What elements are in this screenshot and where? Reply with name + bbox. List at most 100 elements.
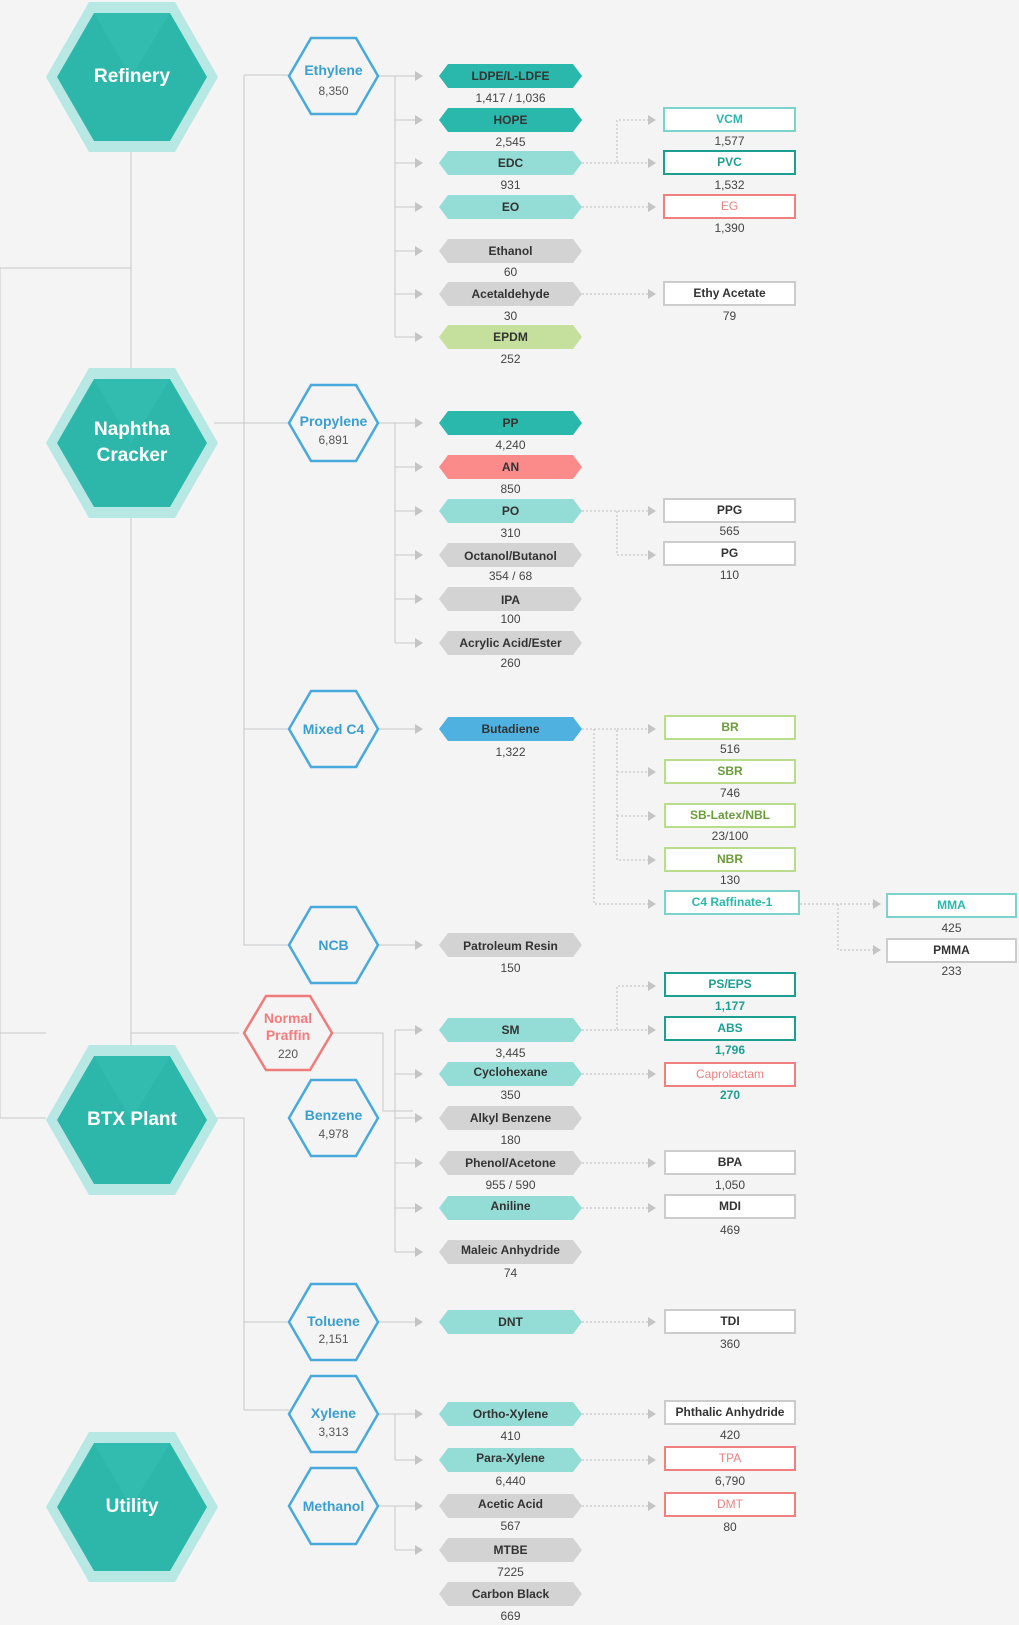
feedstock-methanol: Methanol	[302, 1498, 365, 1514]
product-carbon-black-value: 669	[500, 1609, 521, 1623]
product-patroleum-resin-value: 150	[500, 961, 521, 975]
product-ipa: IPA	[500, 593, 521, 607]
product-acetic-acid-value: 567	[500, 1519, 521, 1533]
product-ldpe: LDPE/L-LDFE	[471, 69, 550, 83]
derivative-pmma-value: 233	[941, 964, 962, 978]
feedstock-toluene-value: 2,151	[318, 1332, 349, 1346]
product-cyclohexane: Cyclohexane	[473, 1065, 548, 1079]
derivative-sb-latex: SB-Latex/NBL	[664, 803, 796, 828]
derivative-tdi-value: 360	[719, 1337, 741, 1351]
product-sm: SM	[501, 1023, 520, 1037]
product-pp-value: 4,240	[495, 438, 526, 452]
derivative-mma: MMA	[886, 893, 1017, 918]
product-maleic-anhydride: Maleic Anhydride	[461, 1243, 560, 1257]
derivative-pg-value: 110	[719, 568, 740, 582]
derivative-vcm-value: 1,577	[714, 134, 745, 148]
product-phenol-acetone: Phenol/Acetone	[465, 1156, 556, 1170]
feedstock-ethylene-value: 8,350	[318, 84, 349, 98]
feedstock-toluene: Toluene	[307, 1313, 360, 1329]
derivative-eg-value: 1,390	[714, 221, 745, 235]
feedstock-propylene: Propylene	[299, 413, 368, 429]
product-epdm-value: 252	[500, 352, 521, 366]
derivative-caprolactam: Caprolactam	[664, 1062, 796, 1087]
derivative-vcm: VCM	[663, 107, 796, 132]
source-btx-plant: BTX Plant	[87, 1109, 177, 1130]
product-maleic-anhydride-value: 74	[503, 1266, 518, 1280]
feedstock-propylene-value: 6,891	[318, 433, 349, 447]
derivative-tpa-value: 6,790	[714, 1474, 746, 1488]
derivative-sbr-value: 746	[719, 786, 741, 800]
source-utility: Utility	[105, 1496, 159, 1517]
derivative-abs: ABS	[664, 1016, 796, 1041]
derivative-abs-value: 1,796	[714, 1043, 746, 1057]
derivative-eg: EG	[663, 194, 796, 219]
product-hope: HOPE	[493, 113, 528, 127]
derivative-tdi: TDI	[664, 1309, 796, 1334]
derivative-br: BR	[664, 715, 796, 740]
derivative-pg: PG	[663, 541, 796, 566]
product-po: PO	[501, 504, 520, 518]
source-refinery: Refinery	[93, 66, 171, 87]
derivative-sbr: SBR	[664, 759, 796, 784]
product-ldpe-value: 1,417 / 1,036	[475, 91, 546, 105]
derivative-mdi-value: 469	[719, 1223, 741, 1237]
product-acrylic-acid-value: 260	[500, 656, 521, 670]
feedstock-mixed-c4: Mixed C4	[302, 721, 365, 737]
feedstock-benzene: Benzene	[304, 1107, 363, 1123]
product-ethanol: Ethanol	[488, 244, 533, 258]
derivative-tpa: TPA	[664, 1446, 796, 1471]
derivative-dmt: DMT	[664, 1492, 796, 1517]
derivative-phthalic-anhydride-value: 420	[719, 1428, 741, 1442]
product-edc: EDC	[497, 156, 524, 170]
source-hexagons	[46, 2, 218, 1582]
product-epdm: EPDM	[493, 330, 528, 344]
product-acetic-acid: Acetic Acid	[478, 1497, 543, 1511]
product-po-value: 310	[500, 526, 521, 540]
feedstock-xylene-value: 3,313	[318, 1425, 349, 1439]
product-alkyl-benzene-value: 180	[500, 1133, 521, 1147]
product-pp: PP	[502, 416, 519, 430]
derivative-ps-eps: PS/EPS	[664, 972, 796, 997]
derivative-sb-latex-value: 23/100	[711, 829, 749, 843]
derivative-bpa: BPA	[664, 1150, 796, 1175]
derivative-ethy-acetate-value: 79	[722, 309, 737, 323]
product-an: AN	[501, 460, 520, 474]
product-cyclohexane-value: 350	[500, 1088, 521, 1102]
feedstock-ncb: NCB	[318, 937, 349, 953]
derivative-nbr: NBR	[664, 847, 796, 872]
product-ortho-xylene: Ortho-Xylene	[472, 1407, 549, 1421]
product-mtbe: MTBE	[493, 1543, 528, 1557]
product-acrylic-acid: Acrylic Acid/Ester	[459, 636, 562, 650]
derivative-ps-eps-value: 1,177	[714, 999, 746, 1013]
derivative-bpa-value: 1,050	[714, 1178, 746, 1192]
source-naphtha-cracker: Naphtha Cracker	[94, 419, 170, 466]
product-acetaldehyde: Acetaldehyde	[471, 287, 550, 301]
derivative-caprolactam-value: 270	[719, 1088, 741, 1102]
product-ipa-value: 100	[500, 612, 521, 626]
product-octanol-butanol-value: 354 / 68	[488, 569, 533, 583]
product-para-xylene: Para-Xylene	[476, 1451, 545, 1465]
product-carbon-black: Carbon Black	[471, 1587, 550, 1601]
derivative-pvc: PVC	[663, 150, 796, 175]
product-an-value: 850	[500, 482, 521, 496]
product-patroleum-resin: Patroleum Resin	[463, 939, 558, 953]
feedstock-xylene: Xylene	[310, 1405, 357, 1421]
feedstock-normal-paraffin-value: 220	[277, 1047, 299, 1061]
product-sm-value: 3,445	[495, 1046, 526, 1060]
derivative-nbr-value: 130	[719, 873, 741, 887]
derivative-c4-raffinate: C4 Raffinate-1	[664, 890, 800, 915]
product-dnt: DNT	[498, 1315, 523, 1329]
product-ethanol-value: 60	[503, 265, 518, 279]
product-ortho-xylene-value: 410	[500, 1429, 521, 1443]
product-eo: EO	[501, 200, 520, 214]
derivative-ethy-acetate: Ethy Acetate	[663, 281, 796, 306]
feedstock-benzene-value: 4,978	[318, 1127, 349, 1141]
product-edc-value: 931	[500, 178, 521, 192]
product-octanol-butanol: Octanol/Butanol	[464, 549, 557, 563]
product-butadiene: Butadiene	[481, 722, 540, 736]
product-acetaldehyde-value: 30	[503, 309, 518, 323]
derivative-phthalic-anhydride: Phthalic Anhydride	[664, 1400, 796, 1425]
product-para-xylene-value: 6,440	[495, 1474, 526, 1488]
derivative-pvc-value: 1,532	[714, 178, 745, 192]
